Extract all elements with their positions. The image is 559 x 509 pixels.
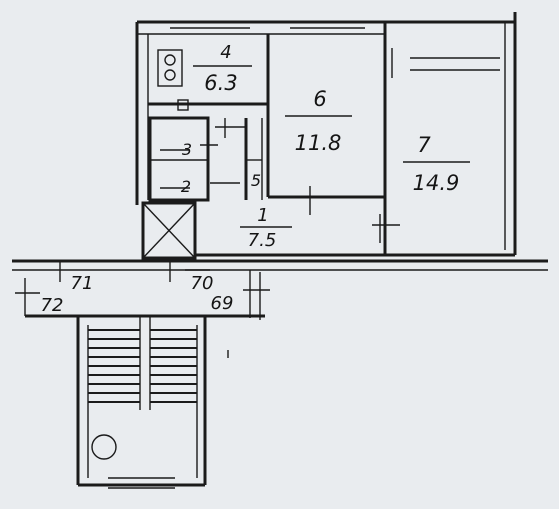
apartment-69: 69 bbox=[211, 293, 234, 314]
room-4-area: 6.3 bbox=[204, 71, 237, 95]
room-1-number: 1 bbox=[257, 205, 268, 226]
window-marks bbox=[170, 27, 500, 78]
stove-icon bbox=[157, 49, 183, 87]
room-1-area: 7.5 bbox=[248, 230, 277, 251]
room-3-number: 3 bbox=[182, 140, 192, 159]
apartment-numbers: 71 72 70 69 bbox=[41, 273, 234, 316]
room-6-area: 11.8 bbox=[295, 131, 342, 155]
door-marks bbox=[160, 99, 400, 243]
room-5-number: 5 bbox=[251, 171, 261, 190]
stair-steps-left bbox=[88, 329, 140, 403]
stair-steps-right bbox=[150, 329, 197, 403]
room-7-area: 14.9 bbox=[413, 171, 460, 195]
room-2-number: 2 bbox=[181, 177, 191, 196]
room-4-number: 4 bbox=[220, 42, 231, 63]
room-labels: 4 6.3 6 11.8 7 14.9 1 7.5 3 2 5 bbox=[181, 42, 470, 251]
apartment-70: 70 bbox=[191, 273, 214, 294]
apartment-71: 71 bbox=[71, 273, 94, 294]
landing-walls bbox=[12, 259, 548, 320]
room-7-number: 7 bbox=[417, 133, 431, 157]
apartment-72: 72 bbox=[41, 295, 64, 316]
apartment-walls bbox=[135, 12, 517, 260]
room-6-number: 6 bbox=[313, 87, 326, 111]
stair-circle-icon bbox=[91, 434, 117, 460]
